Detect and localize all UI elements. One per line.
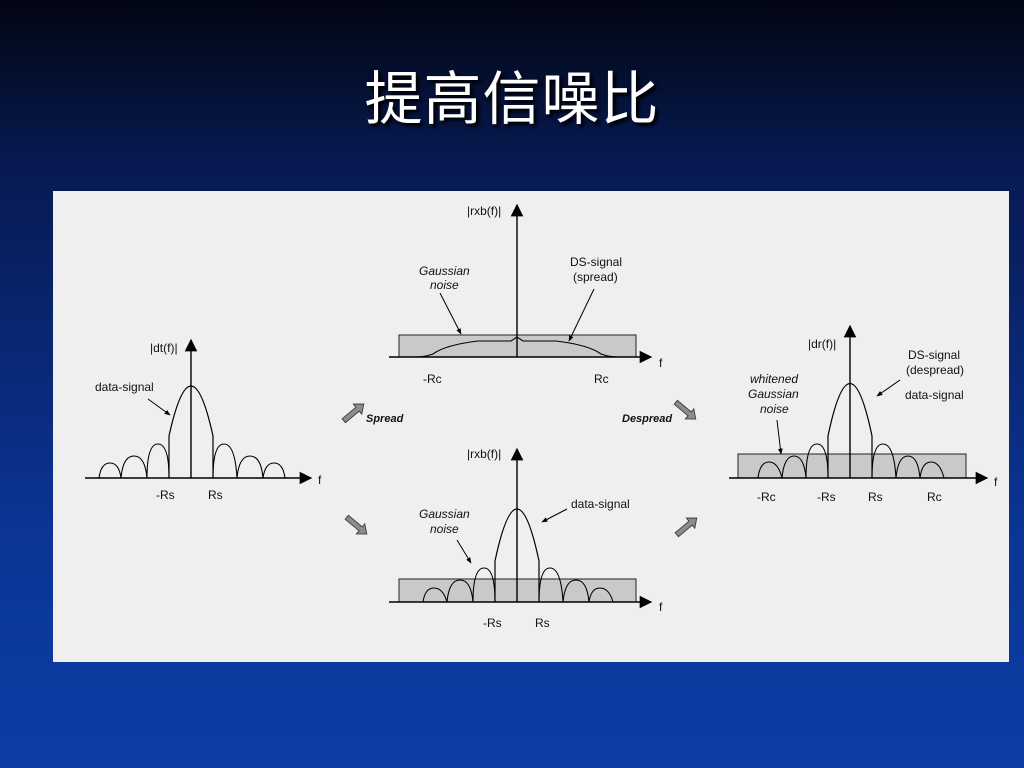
bottom-side-lobe [538, 567, 564, 603]
bottom-side-lobe [422, 587, 448, 603]
bottom-side-lobe [446, 579, 474, 603]
left-side-lobe [120, 455, 148, 479]
top-noise-label-1: Gaussian [419, 264, 470, 278]
bottom-side-lobe [562, 579, 590, 603]
despread-label: Despread [622, 413, 672, 425]
top-tick-neg: -Rc [423, 372, 442, 386]
right-side-lobe [757, 461, 783, 479]
right-freq-label: f [994, 475, 998, 489]
transition-arrows: Spread Despread [341, 399, 698, 538]
right-ds-label-1: DS-signal [908, 348, 960, 362]
bottom-side-lobe [588, 587, 614, 603]
bottom-noise-label-2: noise [430, 522, 459, 536]
bottom-axis-label: |rxb(f)| [467, 447, 501, 461]
right-noise-label-3: noise [760, 402, 789, 416]
left-tick-pos: Rs [208, 488, 223, 502]
right-side-lobe [871, 443, 897, 479]
right-signal-label: data-signal [905, 388, 964, 402]
right-side-lobe [805, 443, 829, 479]
spread-up-arrow [341, 403, 365, 424]
right-noise-band [737, 453, 967, 479]
left-axis-label: |dt(f)| [150, 341, 178, 355]
bottom-signal-label: data-signal [571, 497, 630, 511]
right-spectrum-panel: |dr(f)| DS-signal (despread) data-signal… [729, 324, 998, 504]
spread-spectrum-figure: |dt(f)| data-signal -Rs Rs f |rxb(f)| Ga… [53, 191, 1009, 662]
top-axis-label: |rxb(f)| [467, 204, 501, 218]
left-spectrum-panel: |dt(f)| data-signal -Rs Rs f [85, 338, 322, 502]
left-side-lobe [98, 462, 122, 479]
left-side-lobe [146, 443, 170, 479]
left-signal-pointer [147, 398, 171, 416]
bottom-noise-pointer [456, 539, 472, 564]
top-noise-label-2: noise [430, 278, 459, 292]
right-tick-neg-s: -Rs [817, 490, 836, 504]
bottom-spectrum-panel: |rxb(f)| Gaussian noise data-signal -Rs … [389, 447, 663, 630]
left-main-lobe [168, 385, 214, 478]
top-ds-pointer [568, 288, 595, 342]
despread-down-arrow [673, 399, 697, 420]
spread-spectrum-diagram: |dt(f)| data-signal -Rs Rs f |rxb(f)| Ga… [85, 203, 998, 630]
bottom-signal-pointer [541, 508, 568, 523]
right-ds-pointer [876, 379, 901, 397]
bottom-tick-neg: -Rs [483, 616, 502, 630]
right-side-lobe [781, 455, 807, 479]
right-noise-label-2: Gaussian [748, 387, 799, 401]
bottom-tick-pos: Rs [535, 616, 550, 630]
right-side-lobe [895, 455, 921, 479]
bottom-main-lobe [494, 508, 540, 602]
top-ds-label-2: (spread) [573, 270, 618, 284]
right-tick-pos-s: Rs [868, 490, 883, 504]
bottom-side-lobe [472, 567, 496, 603]
right-axis-label: |dr(f)| [808, 337, 836, 351]
left-side-lobe [212, 443, 238, 479]
slide-title: 提高信噪比 [364, 65, 660, 133]
bottom-freq-label: f [659, 600, 663, 614]
top-freq-label: f [659, 356, 663, 370]
right-noise-pointer [776, 419, 783, 455]
right-main-lobe [827, 383, 873, 478]
right-tick-neg-c: -Rc [757, 490, 776, 504]
left-signal-label: data-signal [95, 380, 154, 394]
left-tick-neg: -Rs [156, 488, 175, 502]
bottom-noise-label-1: Gaussian [419, 507, 470, 521]
right-tick-pos-c: Rc [927, 490, 942, 504]
top-ds-label-1: DS-signal [570, 255, 622, 269]
top-tick-pos: Rc [594, 372, 609, 386]
top-spread-signal [414, 336, 620, 358]
right-side-lobe [919, 461, 945, 479]
top-noise-pointer [439, 292, 462, 335]
left-freq-label: f [318, 473, 322, 487]
left-side-lobe [262, 462, 286, 479]
right-ds-label-2: (despread) [906, 363, 964, 377]
top-spectrum-panel: |rxb(f)| Gaussian noise DS-signal (sprea… [389, 203, 663, 386]
spread-label: Spread [366, 413, 404, 425]
right-noise-label-1: whitened [750, 372, 798, 386]
despread-up-arrow [674, 517, 698, 538]
spread-down-arrow [344, 514, 368, 535]
left-side-lobe [236, 455, 264, 479]
